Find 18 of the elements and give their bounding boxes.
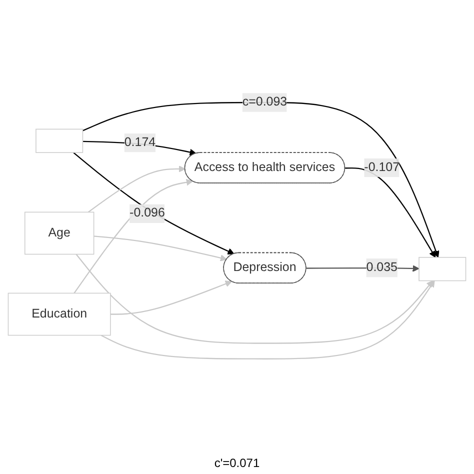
edge-label: 0.174: [124, 136, 156, 150]
path-coefficient-label: c'=0.071: [214, 456, 260, 470]
node-box: [418, 256, 466, 282]
arrow: [100, 280, 435, 360]
arrow: [88, 166, 186, 213]
edge-label: -0.107: [364, 160, 400, 174]
node-box: [36, 128, 84, 153]
edge-label: 0.035: [366, 260, 398, 274]
arrow: [94, 236, 228, 262]
arrow: [76, 254, 434, 344]
node-box: Age: [24, 212, 94, 255]
arrow: [110, 280, 232, 315]
arrow: [74, 178, 193, 294]
edge-label: -0.096: [130, 206, 165, 220]
arrow: [73, 152, 234, 254]
node-box: Education: [8, 292, 111, 336]
arrow: [345, 167, 436, 258]
edge-label: c=0.093: [242, 95, 288, 109]
